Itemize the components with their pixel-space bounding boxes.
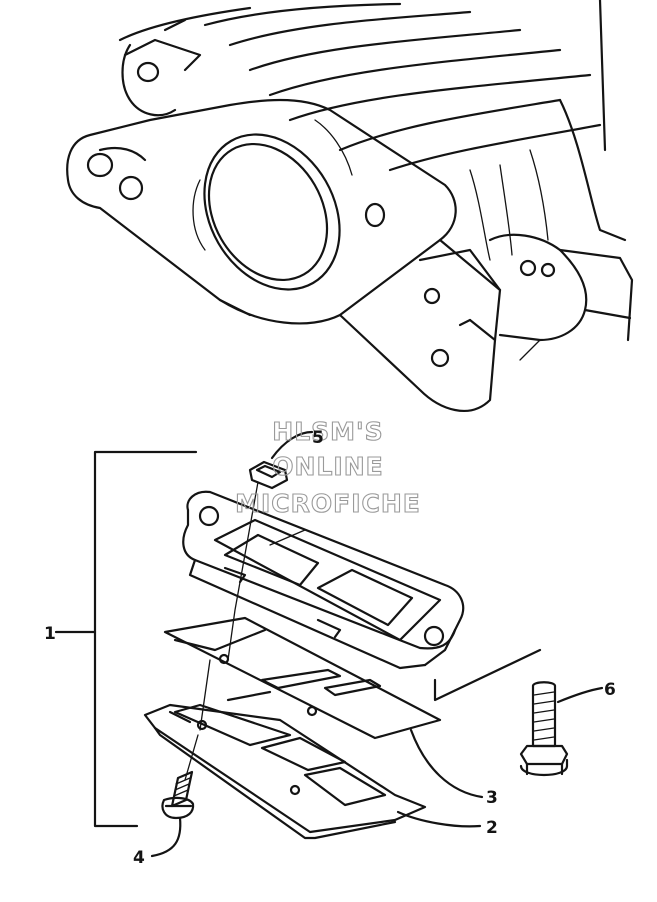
lock-nut <box>248 460 289 490</box>
reed-valve-assembly <box>54 450 542 840</box>
watermark-line-1: HLSM'S <box>272 417 383 446</box>
callout-6: 6 <box>604 680 616 700</box>
callout-2: 2 <box>486 818 498 838</box>
flange-bolt <box>519 681 569 776</box>
callout-1: 1 <box>44 624 56 644</box>
retaining-screw <box>161 770 195 820</box>
callout-5: 5 <box>312 428 324 448</box>
watermark-line-3: MICROFICHE <box>235 489 421 518</box>
assembly-bracket <box>93 450 198 828</box>
reed-stop-plate <box>143 703 427 834</box>
watermark: HLSM'S ONLINE MICROFICHE <box>235 416 421 518</box>
callout-3: 3 <box>486 788 498 808</box>
leader-lines <box>150 430 604 858</box>
callouts: 1 2 3 4 5 6 <box>44 428 616 868</box>
callout-4: 4 <box>133 848 145 868</box>
watermark-line-2: ONLINE <box>272 452 383 481</box>
reed-petals <box>163 616 442 740</box>
cylinder-intake-port <box>66 0 634 412</box>
